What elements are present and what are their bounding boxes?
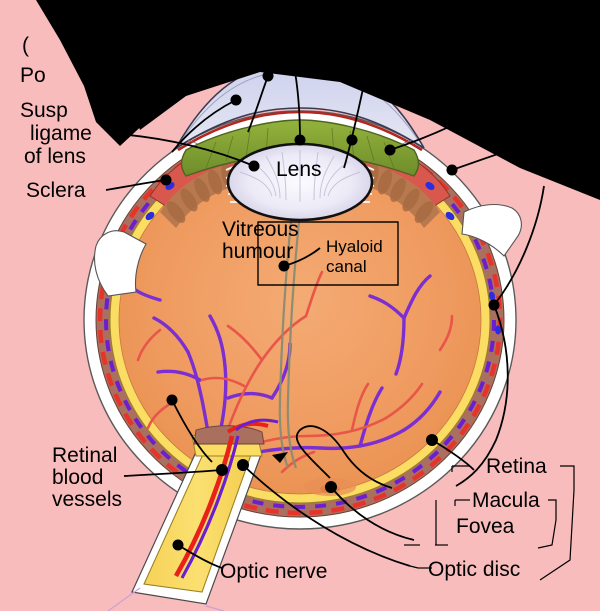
sclera-pointer-right xyxy=(461,203,522,257)
leader-line-retina-up xyxy=(493,185,545,306)
label-retinal-line3: vessels xyxy=(52,488,122,511)
label-retinal-line2: blood xyxy=(52,466,103,489)
label-retinal-line1: Retinal xyxy=(52,444,117,467)
leader-dot-top-a xyxy=(230,94,242,106)
leader-dot-optic-nerve xyxy=(172,539,184,551)
leader-line-optic-disc xyxy=(242,464,411,567)
leader-line-retina-band xyxy=(431,439,475,471)
label-fovea: Fovea xyxy=(456,515,515,538)
central-retinal-vein xyxy=(180,435,240,579)
disc-vein-branch xyxy=(235,418,279,432)
leader-dot-vessel-tree xyxy=(166,394,178,406)
label-suspensory-line2: ligame xyxy=(30,122,92,145)
leader-line-top-e xyxy=(389,111,479,151)
choroid-vein-dashes xyxy=(104,131,496,509)
label-sclera: Sclera xyxy=(26,179,86,202)
leader-dot-suspensory xyxy=(248,160,260,172)
leader-line-retinal-vessels xyxy=(123,469,223,477)
label-vitreous-line1: Vitreous xyxy=(222,218,299,241)
leader-dot-top-c xyxy=(346,134,358,146)
hyaloid-canal-channel xyxy=(278,177,306,469)
bracket-macula-right xyxy=(548,499,557,520)
central-retinal-artery xyxy=(174,435,235,578)
label-macula: Macula xyxy=(472,489,540,512)
leader-lines-group xyxy=(105,65,575,581)
leader-line-top-a xyxy=(171,99,237,153)
leader-line-choroid-right xyxy=(451,135,553,171)
nerve-outline-extension-right xyxy=(205,605,225,611)
label-hyaloid-line2: canal xyxy=(326,257,367,276)
label-optic-nerve: Optic nerve xyxy=(220,560,327,583)
lens-group xyxy=(226,142,374,222)
bracket-opticdisc-stub xyxy=(409,565,419,569)
label-partial-top-2: Po xyxy=(20,64,46,87)
label-vitreous-line2: humour xyxy=(222,240,293,263)
label-hyaloid-line1: Hyaloid xyxy=(326,237,383,256)
leader-line-retina-down xyxy=(455,304,509,487)
label-partial-top-1: ( xyxy=(22,34,29,57)
label-lens: Lens xyxy=(276,158,322,181)
macula-arrowhead xyxy=(272,452,288,463)
label-text-group: ( Po Susp ligame of lens Sclera Lens Vit… xyxy=(20,34,547,583)
bracket-macula-sweep xyxy=(537,519,557,549)
bracket-retina-right xyxy=(560,465,575,490)
occlusion-mask-upper xyxy=(118,0,600,200)
sclera-pointer-left xyxy=(93,230,147,297)
leader-line-vessel-tree xyxy=(171,399,213,463)
leader-line-top-c xyxy=(343,83,365,169)
label-suspensory-line3: of lens xyxy=(24,145,86,168)
leader-dot-hyaloid xyxy=(278,260,290,272)
lens-fibers xyxy=(239,149,361,202)
leader-dot-top-b xyxy=(262,70,274,82)
nerve-outline-extension-left xyxy=(107,587,141,611)
leader-line-suspensory xyxy=(117,133,255,167)
leader-line-fovea xyxy=(330,486,415,541)
optic-nerve-group xyxy=(107,418,279,611)
leader-dot-sclera xyxy=(160,174,172,186)
leader-dot-retinal-vessels xyxy=(216,464,228,476)
label-retina: Retina xyxy=(486,455,547,478)
cornea-limbus-marks xyxy=(187,139,413,145)
label-optic-disc: Optic disc xyxy=(428,558,520,581)
bracket-retina-sweep xyxy=(539,489,575,581)
leader-line-top-d xyxy=(293,65,301,141)
eyeball-group xyxy=(83,61,517,530)
label-suspensory-line1: Susp xyxy=(20,99,68,122)
leader-line-macula xyxy=(295,425,393,489)
vitreous-callout-frame xyxy=(257,222,399,286)
